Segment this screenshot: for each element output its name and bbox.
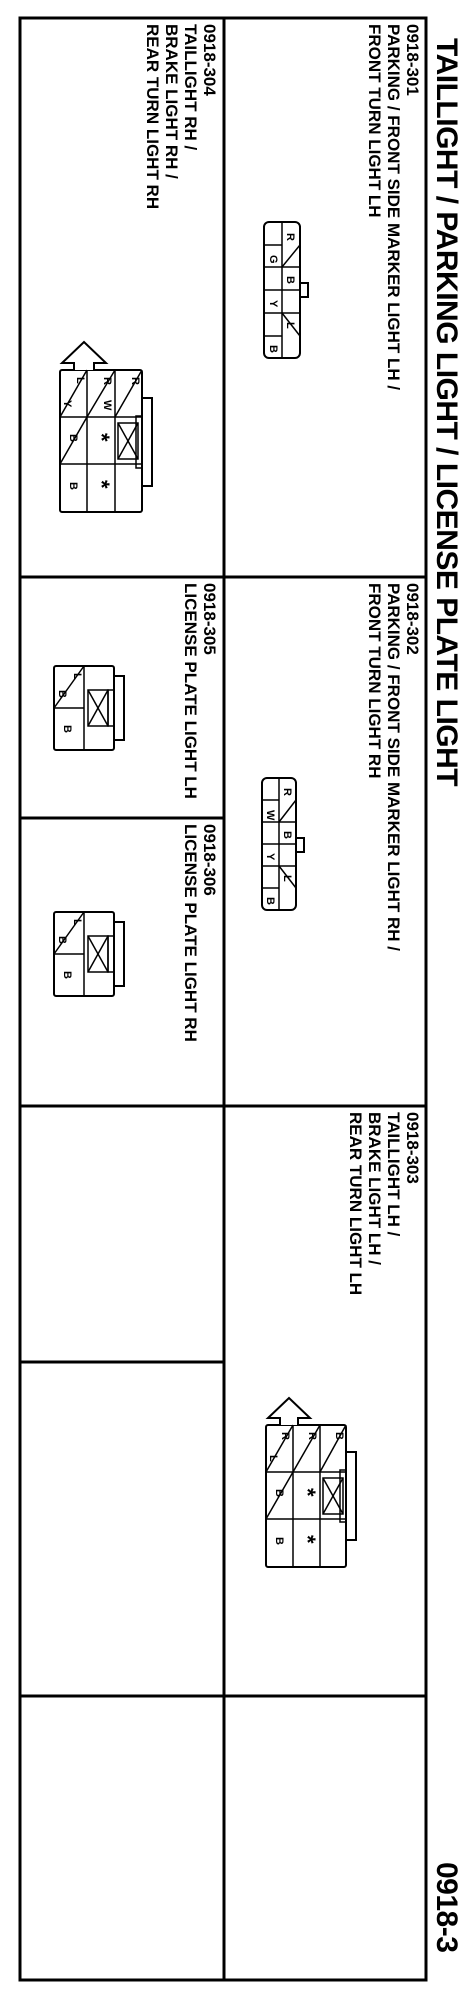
pin-label: R (281, 788, 293, 796)
pin-label: * (295, 1535, 320, 1544)
pin-label: R (279, 1432, 291, 1440)
connector-diagram-0918-306: L B B (53, 911, 125, 997)
connector-cell-0918-304: 0918-304 TAILLIGHT RH / BRAKE LIGHT RH /… (59, 24, 219, 513)
connector-diagram-0918-302: R W B Y L B (261, 777, 305, 911)
pin-label: L (284, 322, 296, 329)
page-number: 0918-3 (430, 1862, 463, 1952)
pin-label: B (67, 482, 79, 490)
pin-label: B (67, 434, 79, 442)
pin-label: R (306, 1432, 318, 1440)
pin-label: Y (264, 853, 276, 861)
pin-label: B (273, 1489, 285, 1497)
connector-code: 0918-305 (200, 583, 219, 655)
pin-label: L (71, 919, 83, 926)
pin-label: B (281, 831, 293, 839)
connector-description: FRONT TURN LIGHT RH (365, 583, 384, 778)
pin-label: B (61, 725, 73, 733)
pin-label: B (264, 897, 276, 905)
connector-description: LICENSE PLATE LIGHT RH (181, 824, 200, 1042)
connector-description: PARKING / FRONT SIDE MARKER LIGHT LH / (384, 24, 403, 390)
pin-label: R (129, 377, 141, 385)
connector-description: FRONT TURN LIGHT LH (365, 24, 384, 218)
pin-label: R (101, 377, 113, 385)
connector-code: 0918-304 (200, 24, 219, 96)
pin-label: W (101, 400, 113, 411)
connector-description: TAILLIGHT LH / (384, 1112, 403, 1237)
pin-label: W (264, 810, 276, 821)
pin-label: Y (61, 400, 73, 408)
connector-cell-0918-302: 0918-302 PARKING / FRONT SIDE MARKER LIG… (261, 583, 422, 951)
connector-description: LICENSE PLATE LIGHT LH (181, 583, 200, 799)
connector-cell-0918-306: 0918-306 LICENSE PLATE LIGHT RH L B B (53, 824, 219, 1042)
pin-label: Y (267, 300, 279, 308)
connector-cell-0918-305: 0918-305 LICENSE PLATE LIGHT LH L B B (53, 583, 219, 799)
connector-code: 0918-302 (403, 583, 422, 655)
pin-label: B (284, 276, 296, 284)
connector-description: REAR TURN LIGHT RH (143, 24, 162, 209)
pin-label: * (89, 480, 114, 489)
connector-diagram-0918-305: L B B (53, 665, 125, 751)
connector-code: 0918-301 (403, 24, 422, 96)
connector-code: 0918-306 (200, 824, 219, 896)
pin-label: L (71, 673, 83, 680)
connector-description: BRAKE LIGHT LH / (365, 1112, 384, 1265)
connector-cell-0918-301: 0918-301 PARKING / FRONT SIDE MARKER LIG… (263, 24, 422, 390)
connector-diagram-0918-304: R W * R L Y B B * (59, 340, 153, 513)
pin-label: * (295, 1488, 320, 1497)
pin-label: L (267, 1455, 279, 1462)
pin-label: B (267, 345, 279, 353)
connector-code: 0918-303 (403, 1112, 422, 1184)
page-title: TAILLIGHT / PARKING LIGHT / LICENSE PLAT… (430, 38, 463, 786)
pin-label: L (74, 377, 86, 384)
pin-label: B (61, 971, 73, 979)
connector-description: REAR TURN LIGHT LH (346, 1112, 365, 1295)
pin-label: * (89, 433, 114, 442)
connector-diagram-0918-301: R G B Y L B (263, 221, 309, 359)
connector-description: TAILLIGHT RH / (181, 24, 200, 150)
pin-label: B (333, 1432, 345, 1440)
pin-label: B (56, 936, 68, 944)
pin-label: L (281, 875, 293, 882)
connector-description: BRAKE LIGHT RH / (162, 24, 181, 179)
pin-label: R (284, 233, 296, 241)
pin-label: G (267, 255, 279, 264)
connector-diagram-0918-303: B R * R L * B B (265, 1396, 357, 1568)
pin-label: B (56, 690, 68, 698)
connector-description: PARKING / FRONT SIDE MARKER LIGHT RH / (384, 583, 403, 951)
pin-label: B (273, 1537, 285, 1545)
connector-cell-0918-303: 0918-303 TAILLIGHT LH / BRAKE LIGHT LH /… (265, 1112, 422, 1568)
